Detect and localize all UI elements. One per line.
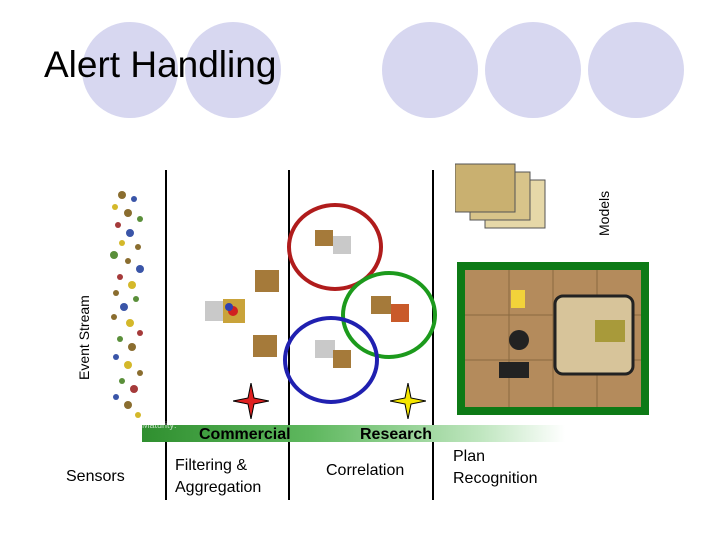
- event-stream-dots: [110, 191, 144, 418]
- event-stream-pieces: [110, 191, 144, 418]
- plan-recognition-board: [457, 262, 649, 415]
- research-label: Research: [360, 426, 433, 443]
- deco-circle: [588, 22, 684, 118]
- stage-plan-line2: Recognition: [453, 470, 538, 487]
- stage-correlation: Correlation: [326, 462, 405, 479]
- event-stream-label: Event Stream: [76, 295, 92, 380]
- puzzle-detail: [465, 270, 641, 407]
- puzzle-piece: [205, 301, 227, 321]
- deco-circle: [185, 22, 281, 118]
- stage-filtering-line2: Aggregation: [175, 479, 262, 496]
- correlation-rings: [283, 203, 437, 404]
- stage-filtering-line1: Filtering &: [175, 457, 248, 474]
- star-research: [390, 383, 426, 419]
- divider-line: [288, 170, 290, 500]
- stage-plan-recognition: Plan Recognition: [453, 446, 538, 490]
- deco-circle: [82, 22, 178, 118]
- divider-line: [165, 170, 167, 500]
- stage-sensors: Sensors: [66, 468, 125, 485]
- models-label: Models: [596, 190, 612, 236]
- puzzle-piece: [253, 335, 277, 357]
- blue-ring: [283, 316, 379, 404]
- slide-title: Alert Handling: [44, 44, 277, 85]
- maturity-faint-label: Maturity:: [142, 420, 177, 430]
- models-stack: [455, 163, 546, 229]
- aggregation-pieces: [205, 270, 279, 357]
- stage-filtering: Filtering & Aggregation: [175, 455, 261, 499]
- divider-line: [432, 170, 434, 500]
- maturity-bar: [142, 425, 565, 442]
- puzzle-piece: [255, 270, 279, 292]
- stage-plan-line1: Plan: [453, 448, 486, 465]
- deco-circle: [382, 22, 478, 118]
- deco-circle: [485, 22, 581, 118]
- puzzle-image: [465, 270, 641, 407]
- green-ring: [341, 271, 437, 359]
- red-ring: [287, 203, 383, 291]
- commercial-label: Commercial: [199, 426, 291, 443]
- star-commercial: [233, 383, 269, 419]
